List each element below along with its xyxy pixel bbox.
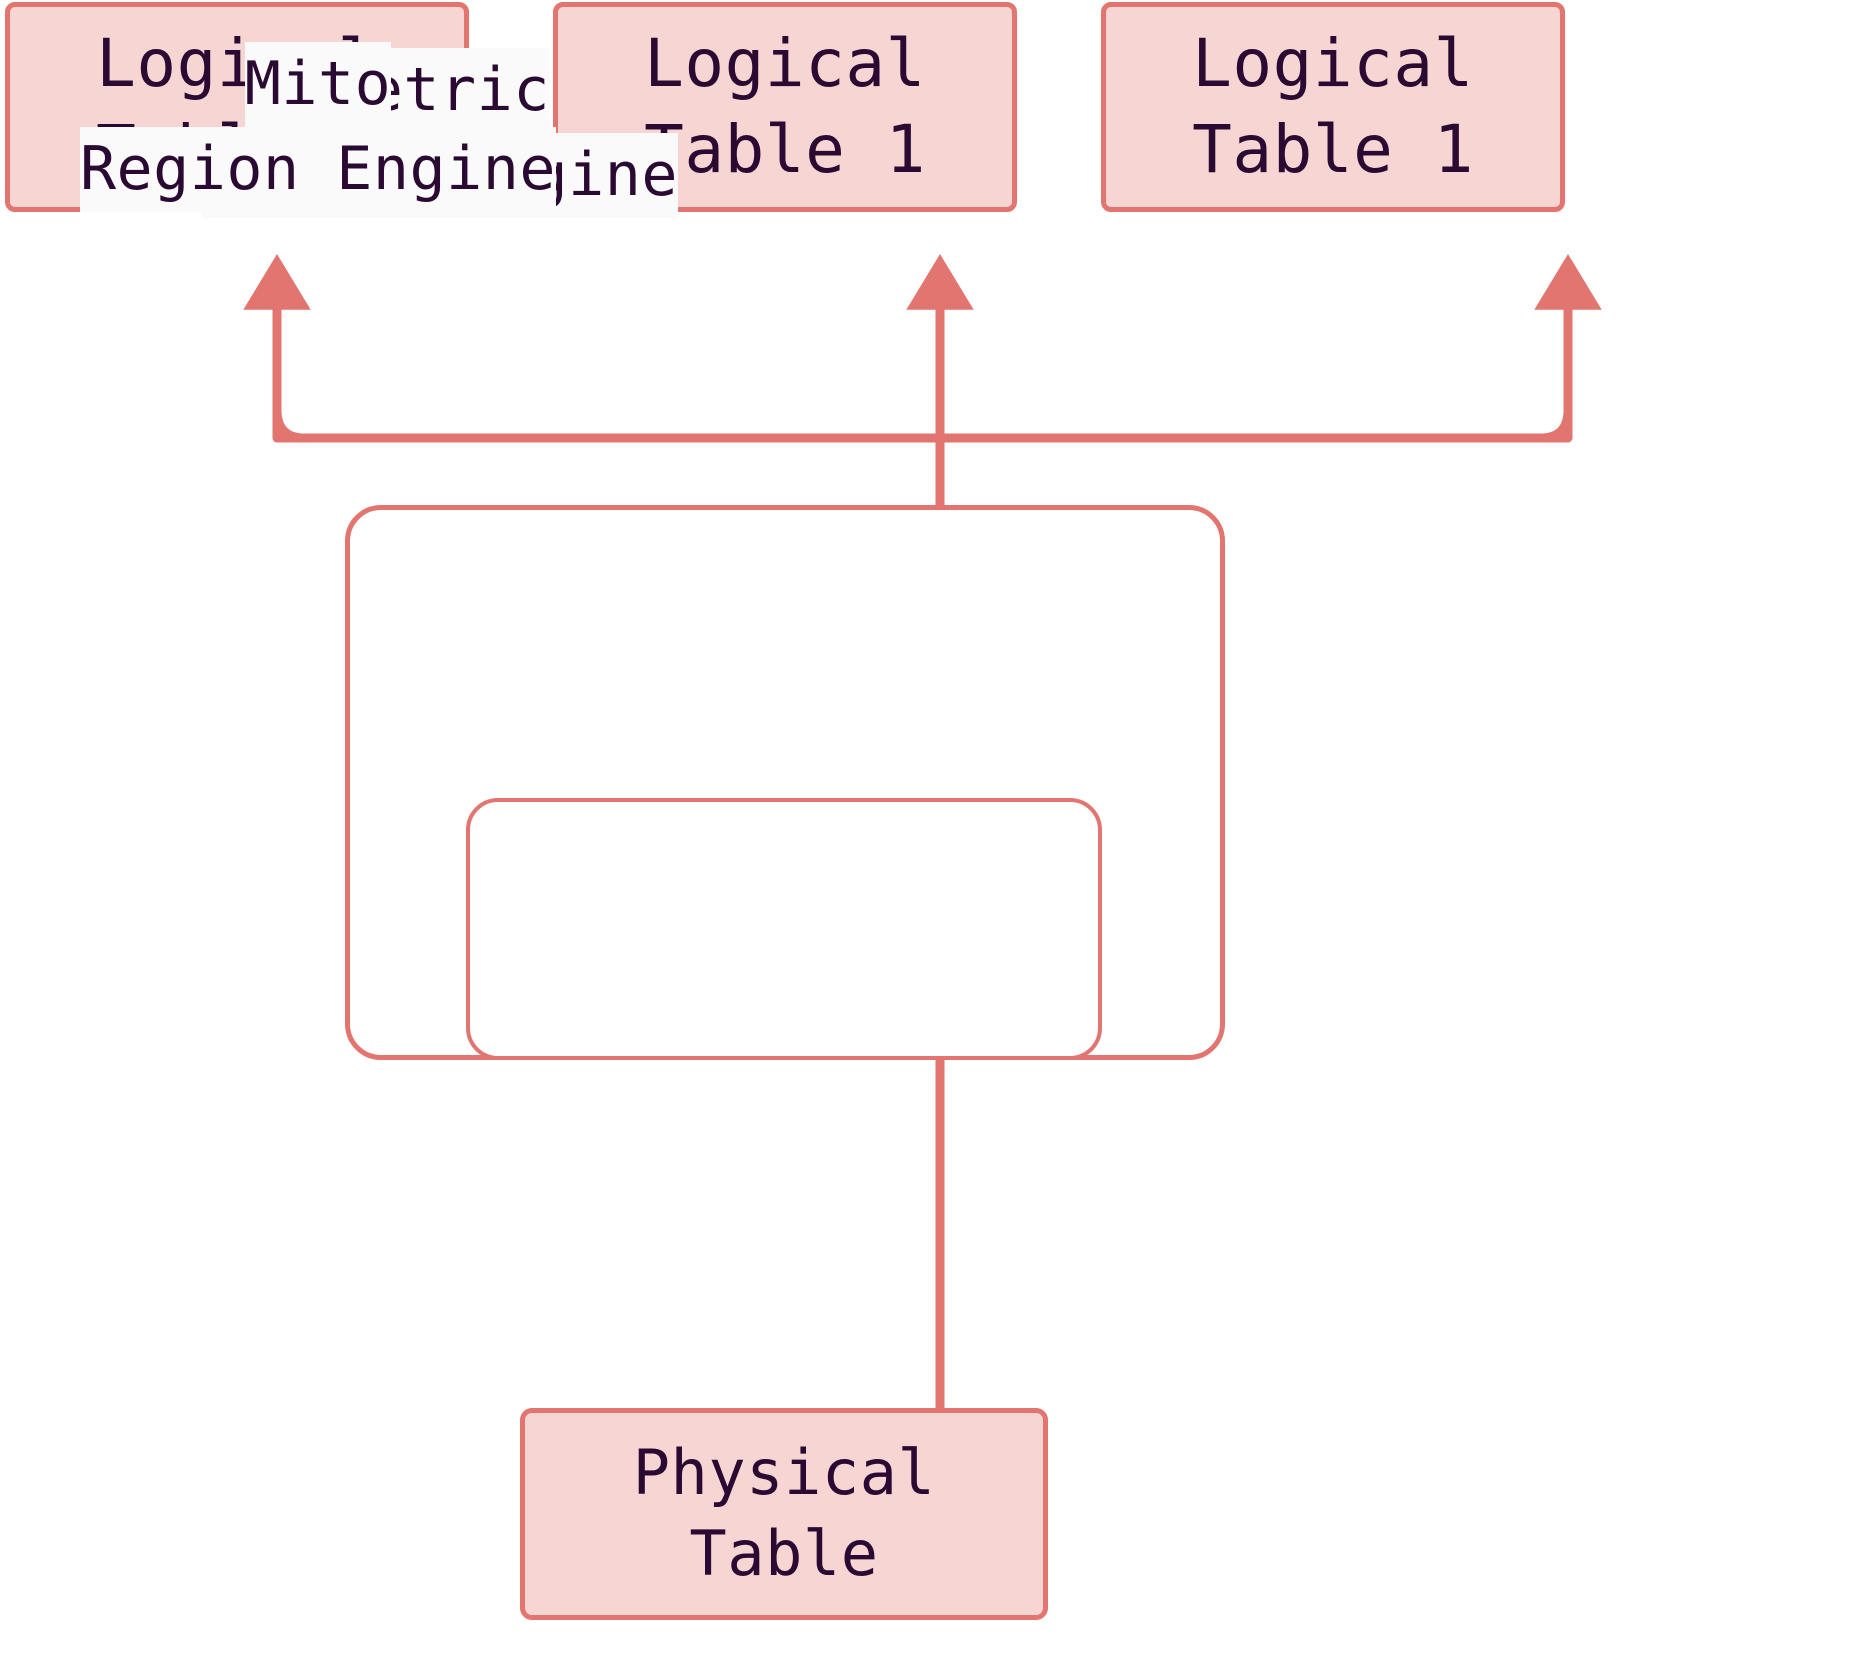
edge-corner-left [272,388,306,443]
logical-table-2-line2: Table 1 [644,111,926,188]
logical-table-2-line1: Logical [644,25,926,103]
edge-corner-right [1539,388,1573,443]
logical-table-1-node[interactable]: Logical Table 1 [5,2,469,212]
logical-table-1-line1: Logical [96,25,378,103]
logical-table-3-node[interactable]: Logical Table 1 [1101,2,1565,212]
mito-region-engine-container[interactable] [466,798,1102,1060]
logical-table-3-line1: Logical [1192,25,1474,103]
logical-table-2-node[interactable]: Logical Table 1 [553,2,1017,212]
logical-table-1-line2: Table 1 [96,111,378,188]
physical-table-node[interactable]: Physical Table [520,1408,1048,1620]
physical-table-line2: Table [689,1517,879,1590]
logical-table-3-line2: Table 1 [1192,111,1474,188]
physical-table-line1: Physical [632,1436,936,1510]
